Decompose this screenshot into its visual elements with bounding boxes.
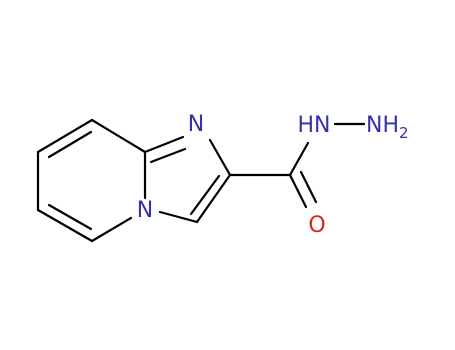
bond-c8a-n1 xyxy=(143,135,185,154)
bond-c2-c3-inner xyxy=(189,174,221,216)
imidazole-ring xyxy=(143,135,232,224)
atom-label-nh2: NH2 xyxy=(366,113,409,142)
atom-label-hn: HN xyxy=(298,113,331,138)
bond-carbonyl-o-2 xyxy=(299,170,318,204)
bond-c6-c5 xyxy=(36,208,94,243)
bond-c6-c5-inner xyxy=(47,203,93,231)
bond-carbonyl-nh xyxy=(288,141,310,177)
pyridine-ring xyxy=(36,118,147,243)
atom-label-nh2-main: NH xyxy=(366,113,399,138)
atom-label-n-bridgehead: N xyxy=(137,198,153,223)
bond-c2-c3 xyxy=(195,173,232,224)
bond-c8-c7 xyxy=(36,118,94,154)
bond-c8a-n1-inner xyxy=(149,147,187,164)
bond-c5-n4 xyxy=(90,216,133,243)
atom-label-n-imidazole: N xyxy=(188,112,204,137)
bond-c8a-c8 xyxy=(90,118,147,154)
bond-c8-c7-inner xyxy=(47,130,93,159)
bond-c3-n4 xyxy=(158,210,199,224)
hydrazide-group xyxy=(228,122,366,209)
atom-label-o-carbonyl: O xyxy=(308,213,325,238)
bond-n1-c2 xyxy=(208,138,232,177)
bond-carbonyl-o-1 xyxy=(288,173,308,209)
atom-label-nh2-subscript: 2 xyxy=(399,124,409,142)
